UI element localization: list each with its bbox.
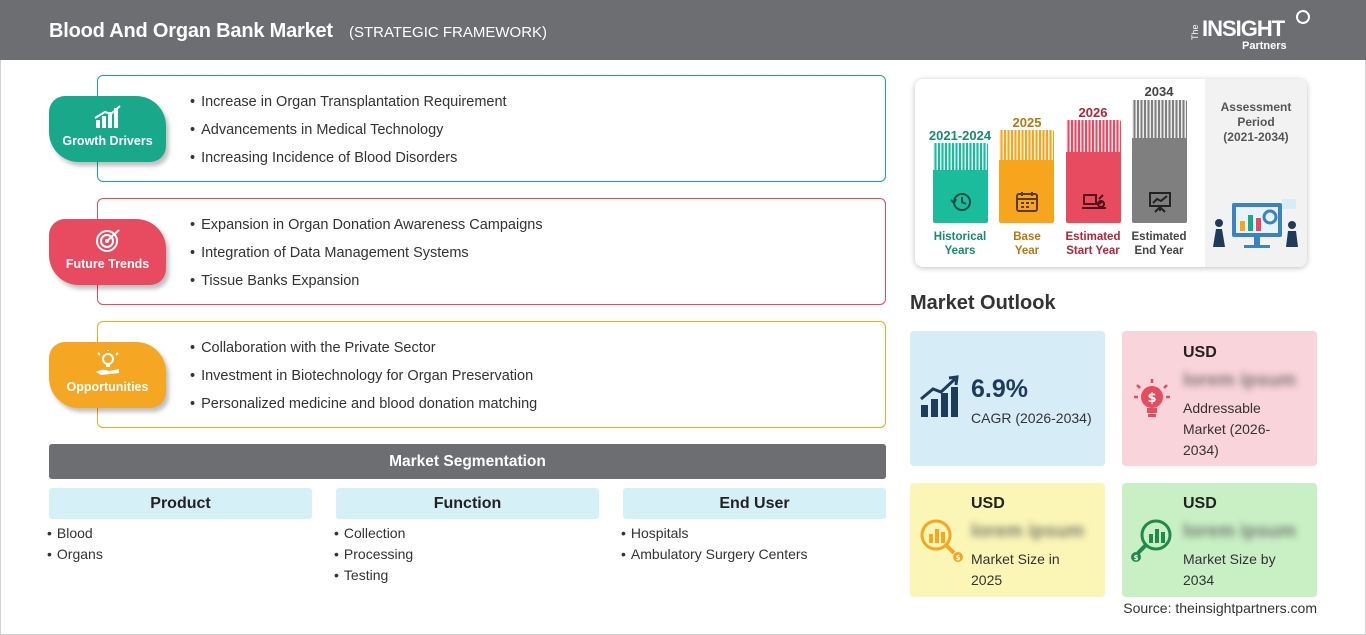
caption-line: Year bbox=[1014, 245, 1040, 257]
svg-text:$: $ bbox=[956, 554, 961, 562]
caption-line: Base bbox=[1013, 231, 1041, 243]
list-item: Collection bbox=[334, 525, 413, 546]
magnifier-dollar-icon: $ bbox=[920, 519, 963, 562]
end-user-list: Hospitals Ambulatory Surgery Centers bbox=[621, 525, 808, 567]
list-item: Processing bbox=[334, 546, 413, 567]
source-link[interactable]: Source: theinsightpartners.com bbox=[1123, 600, 1317, 616]
caption-line: Years bbox=[944, 245, 976, 257]
list-item: Collaboration with the Private Sector bbox=[190, 340, 537, 368]
future-trends-label: Future Trends bbox=[65, 257, 150, 271]
list-item: Increase in Organ Transplantation Requir… bbox=[190, 94, 506, 122]
timeline-year-historical: 2021-2024 bbox=[928, 128, 992, 143]
list-item: Organs bbox=[47, 546, 103, 567]
svg-text:$: $ bbox=[1147, 391, 1156, 406]
opportunities-box: Collaboration with the Private Sector In… bbox=[97, 321, 886, 428]
cagr-tile: 6.9% CAGR (2026-2034) bbox=[910, 331, 1105, 466]
product-list: Blood Organs bbox=[47, 525, 103, 567]
size2034-label: Market Size by 2034 bbox=[1183, 551, 1276, 588]
future-trends-box: Expansion in Organ Donation Awareness Ca… bbox=[97, 198, 886, 305]
list-item: Investment in Biotechnology for Organ Pr… bbox=[190, 368, 537, 396]
market-outlook-title: Market Outlook bbox=[910, 292, 1056, 314]
timeline-year-base: 2025 bbox=[1012, 115, 1042, 130]
size2025-usd: USD bbox=[971, 495, 1005, 512]
logo-insight: INSIGHT bbox=[1202, 16, 1285, 41]
list-item: Blood bbox=[47, 525, 103, 546]
growth-chart-icon bbox=[920, 375, 959, 417]
list-item: Tissue Banks Expansion bbox=[190, 273, 543, 301]
insight-partners-logo[interactable]: The INSIGHT Partners bbox=[1190, 10, 1315, 54]
future-trends-list: Expansion in Organ Donation Awareness Ca… bbox=[190, 217, 543, 301]
segmentation-title: Market Segmentation bbox=[49, 444, 886, 479]
function-list: Collection Processing Testing bbox=[334, 525, 413, 588]
list-item: Testing bbox=[334, 567, 413, 588]
header-bar: Blood And Organ Bank Market (STRATEGIC F… bbox=[0, 0, 1366, 60]
addressable-label: Addressable Market (2026-2034) bbox=[1183, 400, 1271, 458]
addressable-value: lorem ipsum bbox=[1183, 370, 1296, 391]
list-item: Advancements in Medical Technology bbox=[190, 122, 507, 150]
calendar-icon bbox=[1015, 192, 1038, 212]
list-item: Ambulatory Surgery Centers bbox=[621, 546, 808, 567]
caption-line: Estimated bbox=[1065, 231, 1121, 243]
size2034-value: lorem ipsum bbox=[1183, 521, 1296, 542]
svg-text:$: $ bbox=[1134, 554, 1139, 562]
logo-the: The bbox=[1190, 24, 1200, 40]
market-size-2034-tile: $ USD lorem ipsum Market Size by 2034 bbox=[1122, 483, 1317, 597]
timeline-bar-base bbox=[999, 130, 1054, 223]
presentation-board-icon bbox=[1148, 192, 1171, 213]
size2025-label: Market Size in 2025 bbox=[971, 551, 1060, 588]
analyst-dashboard-icon bbox=[1213, 199, 1298, 248]
timeline-bar-historical bbox=[933, 143, 988, 223]
chart-desk-icon bbox=[1081, 194, 1106, 209]
magnifier-dollar-icon: $ bbox=[1131, 519, 1172, 562]
size2034-usd: USD bbox=[1183, 495, 1217, 512]
page-title: Blood And Organ Bank Market bbox=[49, 20, 333, 42]
timeline-bar-start bbox=[1066, 120, 1121, 223]
cagr-label: CAGR (2026-2034) bbox=[971, 410, 1092, 426]
list-item: Expansion in Organ Donation Awareness Ca… bbox=[190, 217, 543, 245]
addressable-usd: USD bbox=[1183, 344, 1217, 361]
list-item: Personalized medicine and blood donation… bbox=[190, 396, 537, 424]
logo-ring-icon bbox=[1296, 10, 1310, 24]
timeline-bar-end bbox=[1132, 100, 1187, 223]
caption-line: Start Year bbox=[1066, 245, 1120, 257]
caption-line: Estimated bbox=[1131, 231, 1187, 243]
opportunities-list: Collaboration with the Private Sector In… bbox=[190, 340, 537, 424]
timeline-year-end: 2034 bbox=[1144, 84, 1174, 99]
list-item: Increasing Incidence of Blood Disorders bbox=[190, 150, 507, 178]
addressable-market-tile: $ USD lorem ipsum Addressable Market (20… bbox=[1122, 331, 1317, 466]
cagr-value: 6.9% bbox=[971, 375, 1028, 403]
opportunities-badge: Opportunities bbox=[49, 342, 166, 408]
assessment-period: Assessment Period (2021-2034) bbox=[1208, 100, 1304, 145]
history-clock-icon bbox=[949, 193, 971, 211]
assessment-range: (2021-2034) bbox=[1223, 130, 1289, 144]
growth-drivers-list: Increase in Organ Transplantation Requir… bbox=[190, 94, 507, 178]
growth-drivers-badge: Growth Drivers bbox=[49, 96, 166, 162]
page-subtitle: (STRATEGIC FRAMEWORK) bbox=[349, 24, 548, 41]
dollar-bulb-icon: $ bbox=[1134, 379, 1170, 417]
market-size-2025-tile: $ USD lorem ipsum Market Size in 2025 bbox=[910, 483, 1105, 597]
opportunities-label: Opportunities bbox=[66, 380, 149, 394]
assessment-label: Assessment Period bbox=[1220, 100, 1292, 129]
logo-partners: Partners bbox=[1242, 40, 1287, 52]
segment-header-end-user: End User bbox=[623, 488, 886, 519]
bar-chart-growth-icon bbox=[93, 105, 121, 128]
segment-header-function: Function bbox=[336, 488, 599, 519]
timeline-year-start: 2026 bbox=[1078, 105, 1108, 120]
size2025-value: lorem ipsum bbox=[971, 521, 1084, 542]
list-item: Integration of Data Management Systems bbox=[190, 245, 543, 273]
list-item: Hospitals bbox=[621, 525, 808, 546]
caption-line: Historical bbox=[933, 231, 987, 243]
growth-drivers-label: Growth Drivers bbox=[62, 134, 153, 148]
segment-header-product: Product bbox=[49, 488, 312, 519]
future-trends-badge: Future Trends bbox=[49, 219, 166, 285]
lightbulb-hand-icon bbox=[95, 350, 119, 375]
caption-line: End Year bbox=[1134, 245, 1184, 257]
growth-drivers-box: Increase in Organ Transplantation Requir… bbox=[97, 75, 886, 182]
target-icon bbox=[95, 229, 120, 252]
